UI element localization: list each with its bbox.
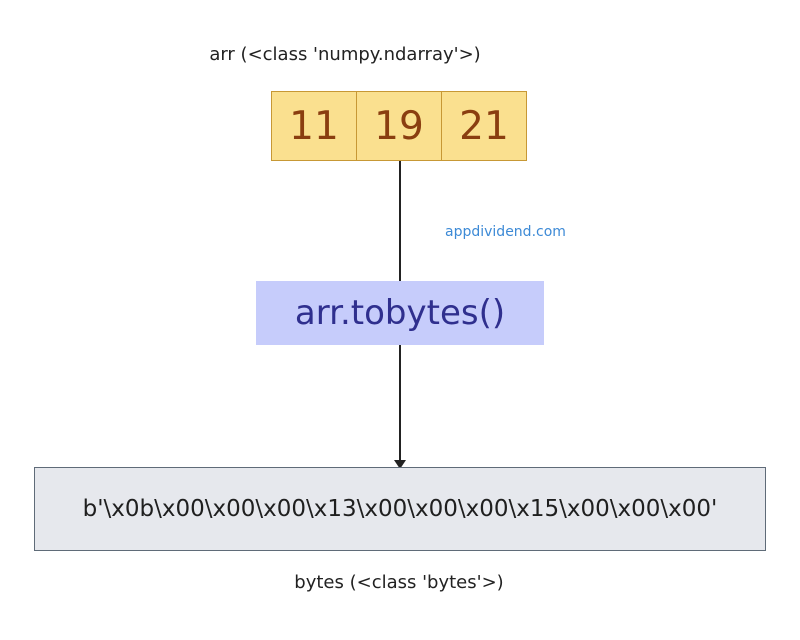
array-cell: 19 [356, 91, 442, 161]
arrow-head-icon [394, 460, 406, 469]
method-call-box: arr.tobytes() [256, 281, 544, 345]
numpy-array: 11 19 21 [271, 91, 527, 161]
watermark: appdividend.com [445, 224, 566, 240]
array-cell: 21 [441, 91, 527, 161]
array-cell: 11 [271, 91, 357, 161]
input-type-label: arr (<class 'numpy.ndarray'>) [209, 44, 481, 65]
bytes-result-box: b'\x0b\x00\x00\x00\x13\x00\x00\x00\x15\x… [34, 467, 766, 551]
connector-line-top [399, 161, 401, 281]
connector-line-bottom [399, 345, 401, 461]
output-type-label: bytes (<class 'bytes'>) [294, 572, 504, 593]
